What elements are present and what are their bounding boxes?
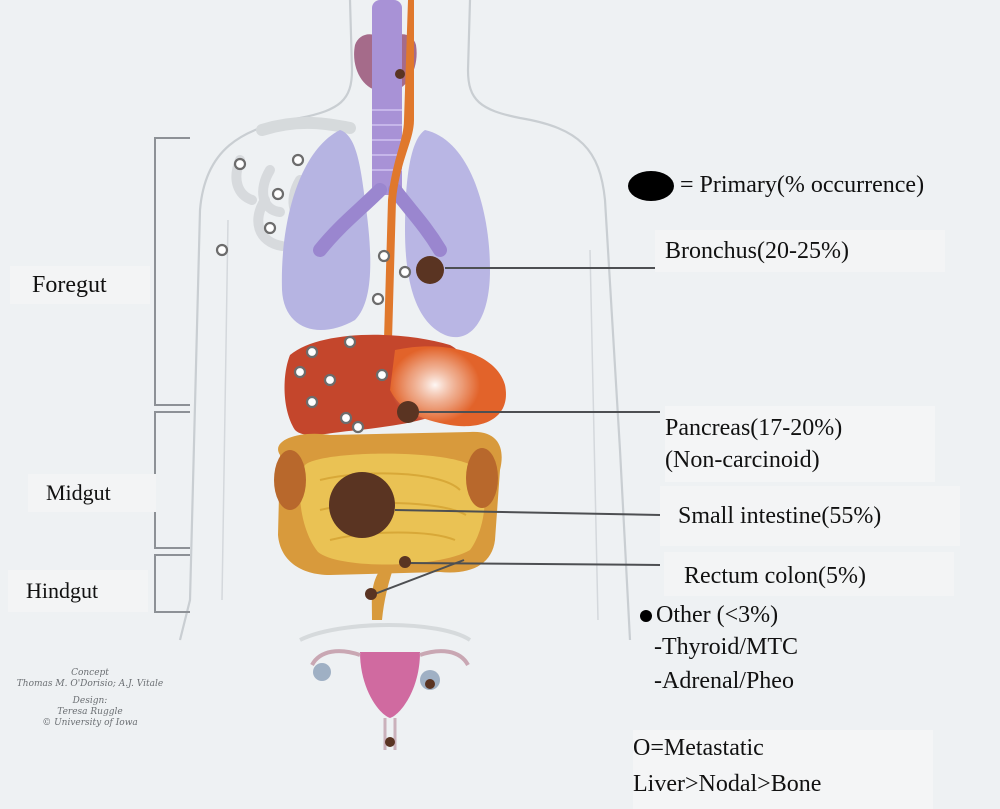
site-rectum-colon-label: Rectum colon(5%) [664,552,954,596]
left-kidney [466,448,498,508]
site-pancreas-box: Pancreas(17-20%) (Non-carcinoid) [665,406,935,482]
site-bronchus-label: Bronchus(20-25%) [655,230,945,272]
credit-concept-names: Thomas M. O'Dorisio; A.J. Vitale [10,679,170,690]
primary-adrenal [425,679,435,689]
right-kidney [274,450,306,510]
metastatic-line2: Liver>Nodal>Bone [633,766,933,802]
other-item-thyroid: -Thyroid/MTC [640,630,880,664]
uterus [360,652,420,718]
legend-text: = Primary(% occurrence) [680,172,924,198]
credits: Concept Thomas M. O'Dorisio; A.J. Vitale… [10,668,170,729]
other-title: Other (<3%) [656,602,778,628]
metastatic-line1: O=Metastatic [633,730,933,766]
primary-rectum-low [365,588,377,600]
clavicle [262,123,350,130]
site-small-intestine-label: Small intestine(55%) [660,486,960,546]
legend: = Primary(% occurrence) [628,170,924,201]
credit-design-names: Teresa Ruggle [10,707,170,718]
region-hindgut: Hindgut [8,570,148,612]
other-item-adrenal: -Adrenal/Pheo [640,664,880,698]
site-pancreas-sublabel: (Non-carcinoid) [665,444,935,476]
pelvis [300,625,470,640]
left-lung [405,130,490,337]
credit-concept-label: Concept [10,668,170,679]
metastatic-note: O=Metastatic Liver>Nodal>Bone [633,730,933,809]
primary-pancreas [397,401,419,423]
primary-thyroid [395,69,405,79]
primary-bronchus [416,256,444,284]
other-box: Other (<3%) -Thyroid/MTC -Adrenal/Pheo [640,600,880,710]
primary-symbol-icon [628,171,674,201]
region-foregut: Foregut [10,266,150,304]
credit-design-org: © University of Iowa [10,718,170,729]
region-midgut: Midgut [28,474,156,512]
credit-design-label: Design: [10,696,170,707]
primary-rectum-colon [399,556,411,568]
region-brackets [155,138,190,612]
other-symbol-icon [640,610,652,622]
site-pancreas-label: Pancreas(17-20%) [665,412,935,444]
primary-other-low [385,737,395,747]
primary-small-intestine [329,472,395,538]
right-ovary [313,663,331,681]
